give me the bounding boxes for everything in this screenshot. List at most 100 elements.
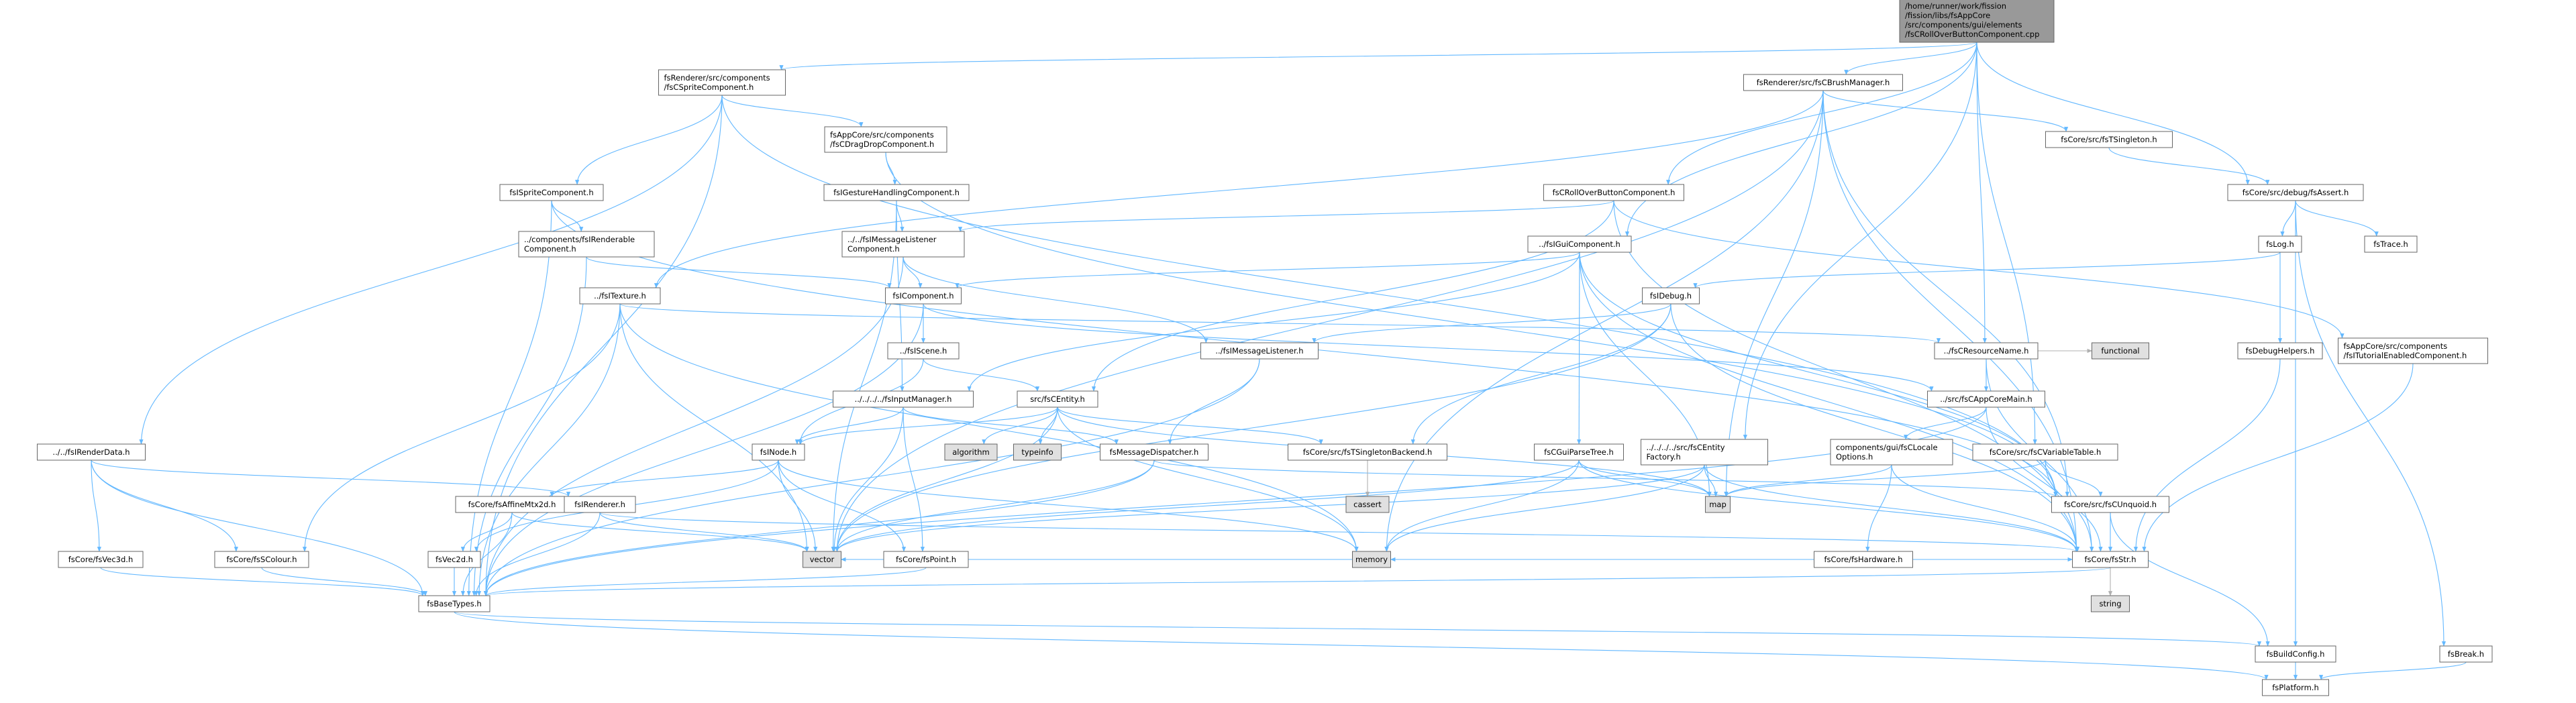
edge-root-to-assert xyxy=(1976,42,2250,185)
node-inode[interactable]: fsINode.h xyxy=(752,443,805,461)
node-brush_mgr[interactable]: fsRenderer/src/fsCBrushManager.h xyxy=(1743,74,1903,91)
node-root[interactable]: /home/runner/work/fission/fission/libs/f… xyxy=(1899,0,2055,43)
node-rollover[interactable]: fsCRollOverButtonComponent.h xyxy=(1543,184,1684,201)
edge-root-to-sprite_comp_r xyxy=(780,42,1977,70)
edge-gesture-to-vector xyxy=(831,200,897,552)
edge-locale-to-str xyxy=(1891,464,2080,552)
node-tsingleton[interactable]: fsCore/src/fsTSingleton.h xyxy=(2045,131,2173,148)
node-algorithm[interactable]: algorithm xyxy=(944,443,998,461)
node-label: fsAppCore/src/components xyxy=(830,130,934,140)
node-irenderer[interactable]: fsIRenderer.h xyxy=(564,496,636,513)
edge-irenderdata-to-vec3d xyxy=(91,459,101,552)
node-hardware[interactable]: fsCore/fsHardware.h xyxy=(1814,551,1913,568)
edge-guiparsetree-to-str xyxy=(1578,459,2079,552)
edge-brush_mgr-to-memory xyxy=(1384,90,1824,552)
node-tutorial[interactable]: fsAppCore/src/components/fsITutorialEnab… xyxy=(2338,337,2488,364)
node-tsingletonbackend[interactable]: fsCore/src/fsTSingletonBackend.h xyxy=(1288,443,1447,461)
edge-assert-to-break xyxy=(2295,200,2446,647)
node-label: fsBreak.h xyxy=(2448,649,2484,659)
node-irenderdata[interactable]: ../../fsIRenderData.h xyxy=(37,443,146,461)
node-iscene[interactable]: ../fsIScene.h xyxy=(887,342,960,360)
node-str[interactable]: fsCore/fsStr.h xyxy=(2072,551,2149,568)
node-gesture[interactable]: fsIGestureHandlingComponent.h xyxy=(823,184,970,201)
node-affine[interactable]: fsCore/fsAffineMtx2d.h xyxy=(455,496,569,513)
node-label: fsCore/fsSColour.h xyxy=(226,555,297,564)
node-itexture[interactable]: ../fsITexture.h xyxy=(579,287,661,305)
node-vector[interactable]: vector xyxy=(803,551,841,568)
node-log[interactable]: fsLog.h xyxy=(2258,235,2302,253)
node-label: fsRenderer/src/fsCBrushManager.h xyxy=(1757,78,1890,87)
node-vec2d[interactable]: fsVec2d.h xyxy=(427,551,481,568)
node-label: ../fsIScene.h xyxy=(900,346,947,356)
node-box xyxy=(1972,443,2118,461)
node-label: Factory.h xyxy=(1647,452,1681,462)
node-imsglistener[interactable]: ../fsIMessageListener.h xyxy=(1200,342,1319,360)
node-box xyxy=(883,551,969,568)
node-label: fsIDebug.h xyxy=(1650,291,1692,301)
node-msgdispatcher[interactable]: fsMessageDispatcher.h xyxy=(1100,443,1208,461)
node-label: algorithm xyxy=(952,447,990,457)
node-box xyxy=(1814,551,1913,568)
node-label: Component.h xyxy=(847,244,900,254)
node-map[interactable]: map xyxy=(1705,496,1731,513)
node-box xyxy=(455,496,569,513)
node-icomponent[interactable]: fsIComponent.h xyxy=(885,287,962,305)
node-box xyxy=(2237,342,2323,360)
node-label: vector xyxy=(810,555,835,564)
node-colour[interactable]: fsCore/fsSColour.h xyxy=(214,551,309,568)
node-label: src/fsCEntity.h xyxy=(1030,394,1085,404)
node-string[interactable]: string xyxy=(2091,595,2130,612)
node-isprite[interactable]: fsISpriteComponent.h xyxy=(499,184,604,201)
edge-tsingleton-to-assert xyxy=(2108,147,2270,185)
node-platform[interactable]: fsPlatform.h xyxy=(2262,679,2329,696)
node-trace[interactable]: fsTrace.h xyxy=(2364,235,2418,253)
edge-gui_comp-to-str xyxy=(1579,252,2079,552)
node-vec3d[interactable]: fsCore/fsVec3d.h xyxy=(58,551,144,568)
node-break[interactable]: fsBreak.h xyxy=(2439,645,2493,663)
edge-debughelpers-to-str xyxy=(2133,358,2281,552)
node-label: /fsCSpriteComponent.h xyxy=(664,83,754,92)
edge-guiparsetree-to-memory xyxy=(1384,459,1580,552)
edge-appcoremain-to-basetypes xyxy=(484,407,1987,596)
node-resname[interactable]: ../fsCResourceName.h xyxy=(1934,342,2039,360)
node-memory[interactable]: memory xyxy=(1352,551,1391,568)
edge-renderable-to-icomponent xyxy=(586,256,892,288)
node-gui_comp[interactable]: ../fsIGuiComponent.h xyxy=(1527,235,1632,253)
node-sprite_comp_r[interactable]: fsRenderer/src/components/fsCSpriteCompo… xyxy=(658,69,786,96)
node-cassert[interactable]: cassert xyxy=(1345,496,1390,513)
edge-msglistener_comp-to-basetypes xyxy=(483,256,904,596)
node-typeinfo[interactable]: typeinfo xyxy=(1013,443,1062,461)
node-debughelpers[interactable]: fsDebugHelpers.h xyxy=(2237,342,2323,360)
node-idebug[interactable]: fsIDebug.h xyxy=(1642,287,1700,305)
edge-varsetable-to-cunquoid xyxy=(2045,459,2103,497)
node-box xyxy=(2364,235,2418,253)
edge-inputmgr-to-point xyxy=(903,407,925,552)
node-label: Component.h xyxy=(524,244,576,254)
node-point[interactable]: fsCore/fsPoint.h xyxy=(883,551,969,568)
edge-inode-to-vector xyxy=(778,459,818,552)
node-label: fsCRollOverButtonComponent.h xyxy=(1553,188,1676,197)
node-label: fsCore/fsVec3d.h xyxy=(68,555,134,564)
node-label: typeinfo xyxy=(1021,447,1053,457)
node-box xyxy=(2072,551,2149,568)
node-centity[interactable]: src/fsCEntity.h xyxy=(1017,390,1098,408)
node-varsetable[interactable]: fsCore/src/fsCVariableTable.h xyxy=(1972,443,2118,461)
node-guiparsetree[interactable]: fsCGuiParseTree.h xyxy=(1534,443,1624,461)
node-cunquoid[interactable]: fsCore/src/fsCUnquoid.h xyxy=(2051,496,2169,513)
node-basetypes[interactable]: fsBaseTypes.h xyxy=(418,595,491,612)
node-dragdrop[interactable]: fsAppCore/src/components/fsCDragDropComp… xyxy=(824,126,947,153)
node-assert[interactable]: fsCore/src/debug/fsAssert.h xyxy=(2227,184,2364,201)
node-functional[interactable]: functional xyxy=(2092,342,2149,360)
node-appcoremain[interactable]: ../src/fsCAppCoreMain.h xyxy=(1927,390,2045,408)
edge-idebug-to-str xyxy=(1670,303,2079,552)
edge-break-to-platform xyxy=(2319,661,2467,680)
edge-guiparsetree-to-vector xyxy=(835,459,1580,552)
node-buildconfig[interactable]: fsBuildConfig.h xyxy=(2255,645,2336,663)
node-inputmgr[interactable]: ../../../../fsInputManager.h xyxy=(833,390,974,408)
node-label: fsCore/fsHardware.h xyxy=(1824,555,1902,564)
node-box xyxy=(2051,496,2169,513)
